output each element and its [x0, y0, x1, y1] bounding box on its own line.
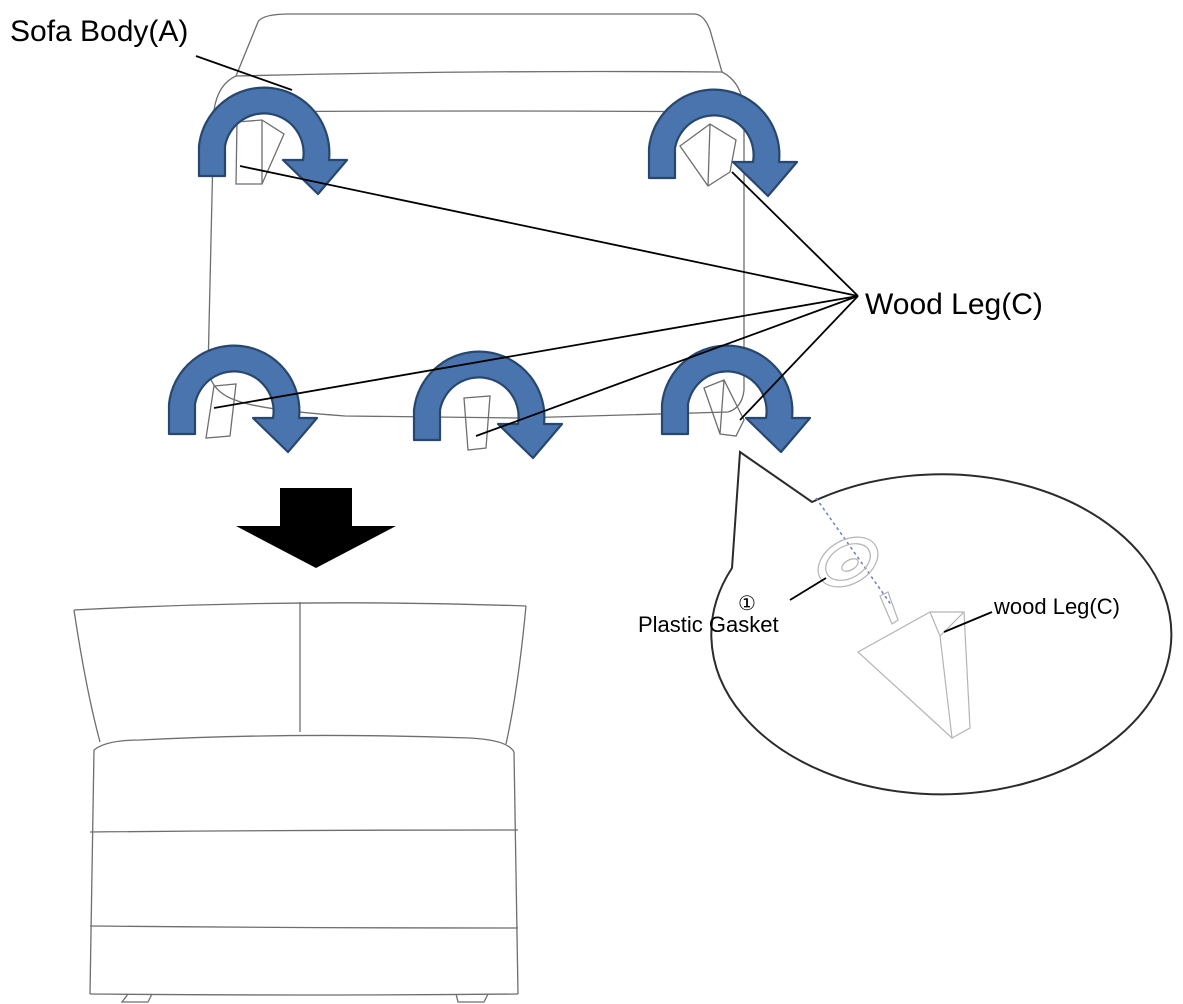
- wood-leg-label: Wood Leg(C): [865, 288, 1043, 321]
- front-leg-left: [120, 993, 153, 1003]
- plastic-gasket-label: Plastic Gasket: [638, 612, 779, 637]
- down-arrow-icon: [236, 488, 396, 568]
- axis-line: [815, 497, 893, 607]
- leg-top-right: [679, 123, 737, 187]
- assembled-sofa: [73, 602, 527, 1003]
- plastic-gasket-drawing: [817, 536, 879, 588]
- front-leg-right: [455, 993, 489, 1003]
- leg-bottom-right: [703, 379, 745, 437]
- rotate-arrow-icon: [167, 344, 319, 454]
- leader-lines: [195, 55, 859, 437]
- callout-number-label: ①: [738, 591, 756, 615]
- rotate-arrow-icon: [197, 86, 349, 196]
- rotate-arrow-icon: [412, 350, 564, 460]
- sofa-body-label: Sofa Body(A): [10, 15, 188, 48]
- detail-wood-leg-label: wood Leg(C): [993, 594, 1120, 619]
- leg-top-left: [235, 119, 285, 185]
- leg-bottom-middle: [463, 395, 491, 451]
- rotate-arrow-icon: [647, 88, 799, 198]
- detail-callout: ① Plastic Gasket wood Leg(C): [638, 450, 1173, 796]
- leg-bottom-left: [205, 383, 237, 439]
